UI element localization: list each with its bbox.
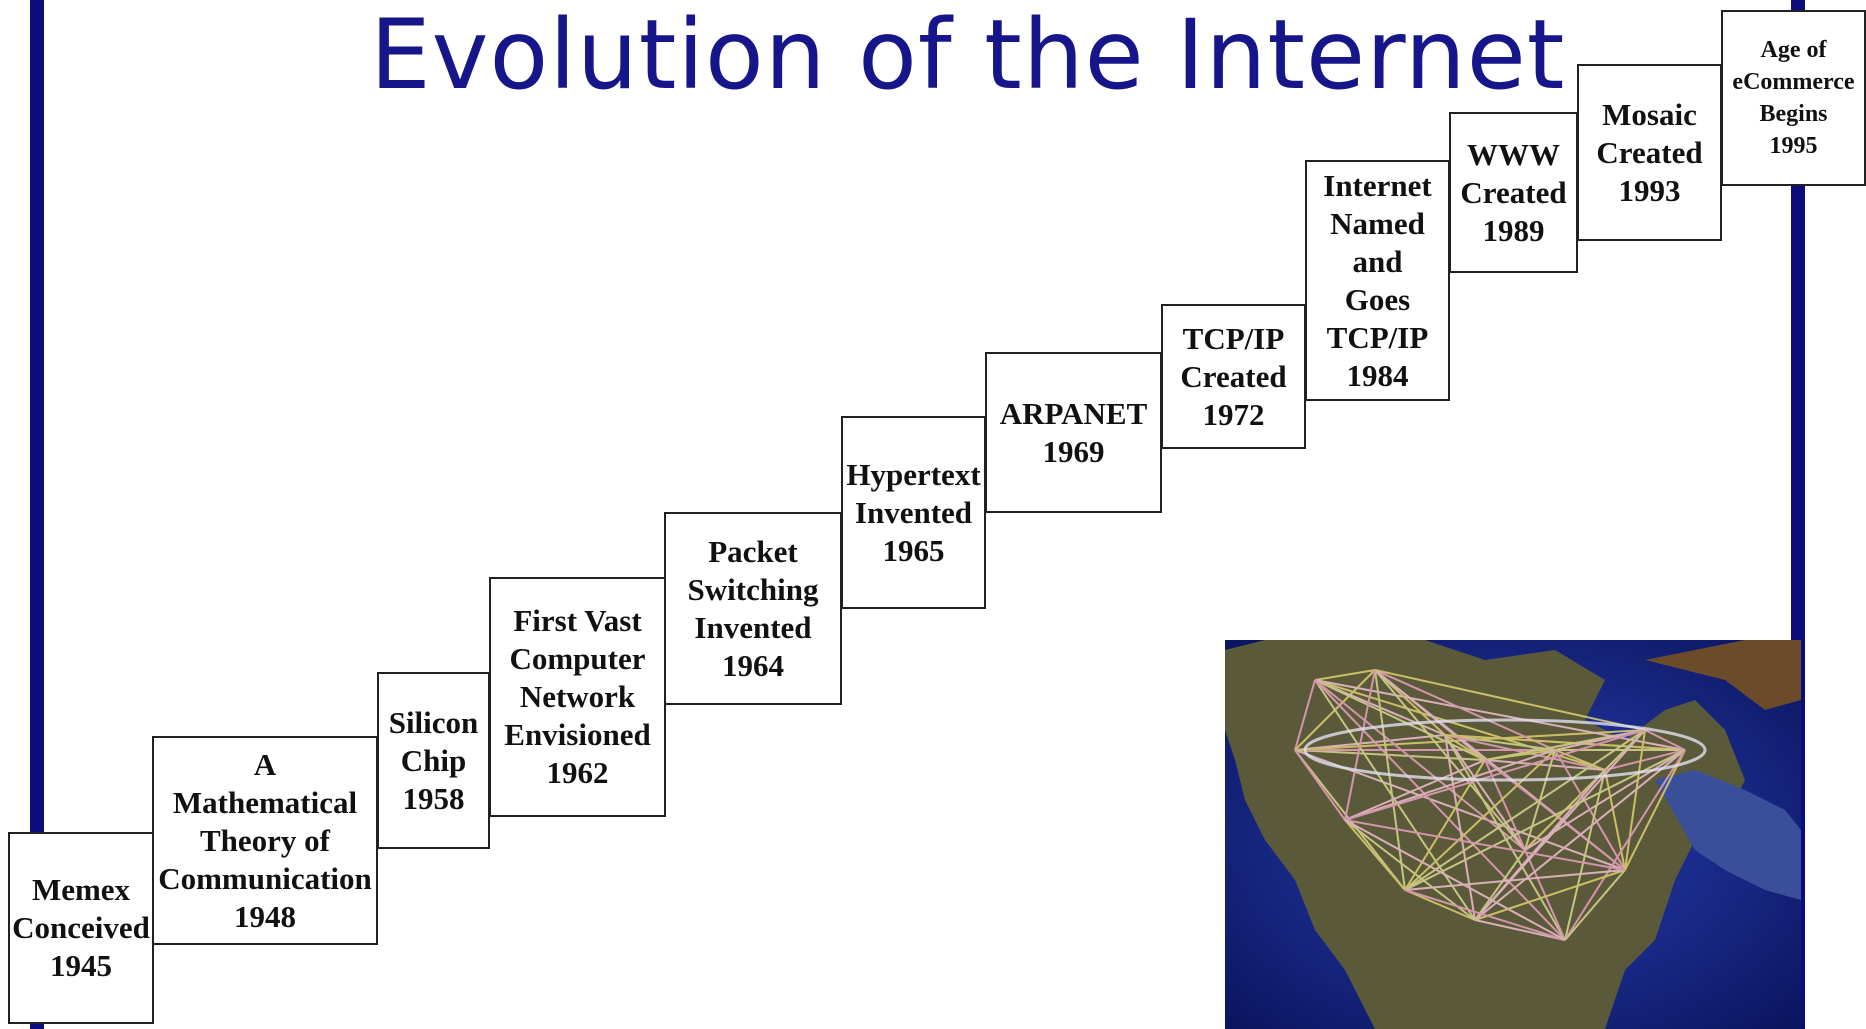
timeline-step: Age of eCommerce Begins 1995 <box>1721 10 1866 186</box>
timeline-step: Packet Switching Invented 1964 <box>664 512 842 705</box>
timeline-step: First Vast Computer Network Envisioned 1… <box>489 577 666 817</box>
timeline-step: WWW Created 1989 <box>1449 112 1578 273</box>
timeline-step: TCP/IP Created 1972 <box>1161 304 1306 449</box>
network-map-image <box>1225 640 1801 1029</box>
timeline-step: Hypertext Invented 1965 <box>841 416 986 609</box>
timeline-step: ARPANET 1969 <box>985 352 1162 513</box>
timeline-step: Mosaic Created 1993 <box>1577 64 1722 241</box>
left-accent-bar <box>30 0 44 1029</box>
timeline-step: Memex Conceived 1945 <box>8 832 154 1024</box>
page-title: Evolution of the Internet <box>370 0 1566 111</box>
timeline-step: Silicon Chip 1958 <box>377 672 490 849</box>
timeline-step: A Mathematical Theory of Communication 1… <box>152 736 378 945</box>
timeline-step: Internet Named and Goes TCP/IP 1984 <box>1305 160 1450 401</box>
